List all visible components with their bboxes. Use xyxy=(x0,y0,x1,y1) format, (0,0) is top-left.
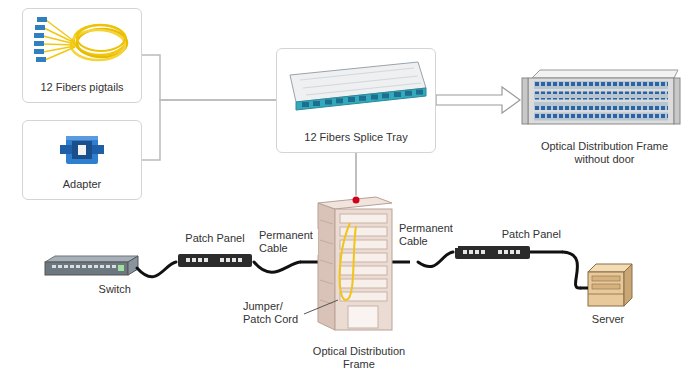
switch-picture xyxy=(45,256,138,275)
cable-line xyxy=(418,252,453,267)
device-node: Patch Panel xyxy=(176,232,254,268)
image-card: Adapter xyxy=(22,120,142,200)
patch-panel-picture xyxy=(455,246,563,259)
node-caption: Optical Distribution Frame xyxy=(302,345,416,371)
callout-label: Jumper/ Patch Cord xyxy=(242,300,304,326)
hollow-arrow xyxy=(436,87,520,113)
connector-line xyxy=(142,55,276,100)
cable-label: Permanent Cable xyxy=(398,222,458,248)
cable-line xyxy=(563,252,580,288)
server-picture xyxy=(580,264,632,306)
odf-rack-picture xyxy=(522,70,680,124)
cable-label: Permanent Cable xyxy=(258,229,318,255)
connector-line xyxy=(142,100,276,160)
node-caption: 12 Fibers pigtails xyxy=(40,81,123,94)
device-node: Patch Panel xyxy=(453,228,563,260)
splice-tray-picture xyxy=(290,62,426,110)
node-caption: Switch xyxy=(99,283,131,296)
adapter-picture xyxy=(60,136,104,164)
node-caption: Adapter xyxy=(63,178,102,191)
image-card: 12 Fibers Splice Tray xyxy=(276,48,436,153)
cable-line xyxy=(254,262,300,272)
cable-line xyxy=(137,262,176,277)
device-node: Server xyxy=(580,262,636,328)
image-card: 12 Fibers pigtails xyxy=(22,8,142,103)
node-caption: Optical Distribution Frame without door xyxy=(524,140,685,166)
image-caption: Optical Distribution Frame without door xyxy=(520,66,689,168)
pigtails-picture xyxy=(34,17,127,62)
device-node: Switch xyxy=(45,256,137,298)
connector-line xyxy=(356,153,357,195)
patch-panel-picture xyxy=(178,254,252,267)
node-caption: Server xyxy=(592,313,624,326)
node-caption: Patch Panel xyxy=(502,228,561,241)
node-caption: 12 Fibers Splice Tray xyxy=(304,131,407,144)
node-caption: Patch Panel xyxy=(185,232,244,245)
odf-cabinet-picture xyxy=(300,197,410,331)
